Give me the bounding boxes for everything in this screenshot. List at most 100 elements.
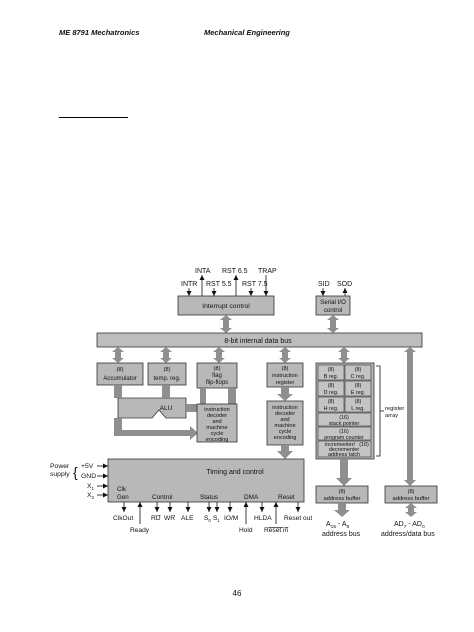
temp-register-width: (8) [163, 367, 170, 373]
reg-b [317, 364, 345, 381]
reg-h [317, 396, 345, 413]
signal-rd: RD [151, 515, 161, 522]
flag-flipflops-block [196, 362, 238, 389]
inc-dec-label-1: incrementer/ [325, 442, 355, 448]
reg-l [344, 396, 372, 413]
stack-pointer-width: (16) [339, 415, 349, 421]
inc-dec-width: (16) [359, 442, 369, 448]
flag-label-1: flag [212, 373, 222, 379]
accumulator-width: (8) [116, 367, 123, 373]
reg-l-label: L reg. [351, 406, 365, 412]
signal-ale: ALE [181, 515, 194, 522]
header-department: Mechanical Engineering [204, 28, 290, 37]
group-reset: Reset [278, 494, 295, 501]
group-status: Status [200, 494, 218, 501]
reg-d-width: (8) [328, 383, 335, 389]
timing-control-label: Timing and control [206, 469, 264, 476]
inc-dec-label-3: address latch [328, 452, 360, 458]
signal-reset-in: Reset in [264, 527, 289, 534]
reg-h-label: H reg. [324, 406, 339, 412]
power-label-1: Power [50, 463, 70, 470]
reg-d-label: D reg. [324, 390, 339, 396]
machine-cycle-encoder-block [266, 400, 304, 446]
encoder-label-3: and [280, 417, 289, 423]
instruction-register-label-1: instruction [272, 373, 298, 379]
reg-h-width: (8) [328, 399, 335, 405]
serial-io-label-1: Serial I/O [320, 299, 346, 306]
instruction-decoder-block [196, 403, 238, 443]
stack-pointer-label: stack pointer [329, 421, 360, 427]
signal-io-m: IO/M [224, 515, 238, 522]
reg-e-width: (8) [355, 383, 362, 389]
register-array-label-2: array [385, 413, 398, 419]
page-number: 46 [232, 589, 242, 598]
group-dma: DMA [244, 494, 259, 501]
internal-data-bus-label: 8-bit internal data bus [224, 338, 292, 345]
decoder-label-4: machine [206, 425, 227, 431]
signal-rst75: RST 7.5 [242, 281, 268, 288]
header-course: ME 8791 Mechatronics [59, 28, 140, 37]
pin-gnd: GND [81, 473, 96, 480]
group-control: Control [152, 494, 173, 501]
accumulator-label: Accumulator [103, 376, 136, 382]
signal-trap: TRAP [258, 268, 277, 275]
pin-x1: X1 [87, 483, 95, 491]
reg-b-label: B reg. [324, 374, 338, 380]
power-brace: { [73, 464, 78, 480]
decoder-label-1: instruction [204, 407, 230, 413]
signal-inta: INTA [195, 268, 211, 275]
reg-e [344, 380, 372, 397]
program-counter [317, 426, 372, 441]
signal-sid: SID [318, 281, 330, 288]
signal-hold: Hold [239, 527, 253, 534]
data-address-buffer-label: address buffer [393, 496, 430, 502]
inc-dec-label-2: decrementer [329, 447, 359, 453]
address-bus-bits: A15 - A8 [326, 521, 350, 530]
encoder-label-1: instruction [272, 405, 298, 411]
signal-sod: SOD [337, 281, 352, 288]
clk-gen-label-1: Clk [117, 486, 127, 493]
serial-io-label-2: control [324, 307, 343, 314]
signal-rst65: RST 6.5 [222, 268, 248, 275]
reg-c [344, 364, 372, 381]
flag-label-2: flip-flops [206, 380, 228, 386]
signal-hlda: HLDA [254, 515, 272, 522]
timing-control-block [107, 458, 305, 503]
reg-d [317, 380, 345, 397]
signal-wr: WR [164, 515, 175, 522]
data-bus-label: address/data bus [381, 531, 435, 538]
instruction-register-block [266, 362, 304, 388]
pin-x2: X2 [87, 492, 95, 500]
interrupt-control-label: Interrupt control [202, 303, 250, 310]
reg-c-width: (8) [355, 367, 362, 373]
encoder-label-4: machine [274, 423, 295, 429]
signal-s1: S1 [213, 515, 220, 523]
address-buffer-width: (8) [339, 489, 346, 495]
signal-s0: S0 [204, 515, 211, 523]
encoder-label-6: encoding [274, 435, 297, 441]
reg-b-width: (8) [328, 367, 335, 373]
signal-reset-out: Reset out [284, 515, 312, 522]
decoder-label-6: encoding [206, 437, 229, 443]
data-bus-bits: AD7 - AD0 [394, 521, 425, 530]
signal-ready: Ready [130, 527, 150, 534]
heading-underline [59, 117, 128, 118]
encoder-label-5: cycle [279, 429, 292, 435]
data-address-buffer-width: (8) [408, 489, 415, 495]
encoder-label-2: decoder [275, 411, 295, 417]
decoder-label-3: and [212, 419, 221, 425]
instruction-register-label-2: register [276, 380, 295, 386]
reg-e-label: E reg. [351, 390, 365, 396]
stack-pointer [317, 412, 372, 427]
reg-l-width: (8) [355, 399, 362, 405]
signal-intr: INTR [181, 281, 197, 288]
instruction-register-width: (8) [282, 366, 289, 372]
program-counter-width: (16) [339, 429, 349, 435]
clk-gen-label-2: Gen [117, 494, 129, 501]
temp-register-label: temp. reg. [153, 376, 180, 382]
signal-clkout: ClkOut [113, 515, 133, 522]
address-bus-label: address bus [322, 531, 361, 538]
power-label-2: supply [50, 471, 70, 478]
program-counter-label: program counter [324, 435, 364, 441]
signal-rst55: RST 5.5 [206, 281, 232, 288]
